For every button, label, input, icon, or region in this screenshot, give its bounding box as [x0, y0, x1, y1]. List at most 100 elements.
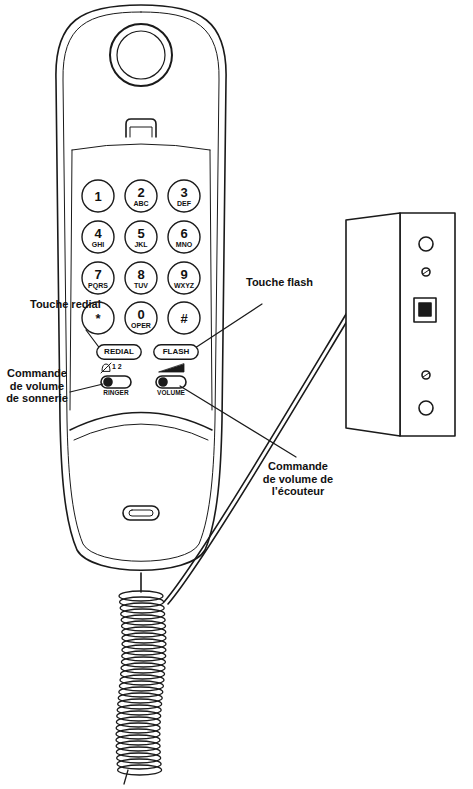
coil-loop: [122, 639, 166, 649]
callout-label: Touche flash: [246, 276, 336, 289]
coil-loop: [122, 633, 166, 643]
key-face: 6MNO: [176, 227, 192, 248]
keypad-key: 0OPER: [124, 301, 158, 335]
key-circle: [82, 221, 114, 253]
key-face: REDIAL: [104, 348, 134, 356]
key-circle: [82, 180, 114, 212]
ringer-knob: [104, 378, 112, 386]
key-label: *: [95, 312, 100, 325]
key-letters: ABC: [133, 200, 148, 207]
face-line: [72, 144, 210, 150]
button-pill: [97, 345, 141, 359]
button-key: FLASH: [153, 344, 199, 360]
key-face: *: [95, 312, 100, 325]
plate-screw-slot: [423, 270, 429, 274]
key-face: FLASH: [163, 348, 190, 356]
coil-loop: [120, 597, 164, 607]
key-circle: [82, 262, 114, 294]
key-face: 5JKL: [134, 227, 147, 248]
key-label: 7: [88, 268, 108, 281]
mouthpiece-slot: [123, 506, 159, 520]
coil-loop: [122, 645, 166, 655]
key-label: 2: [133, 186, 148, 199]
coil-loop: [120, 675, 164, 685]
plate-screw-slot: [423, 373, 429, 377]
cord-stub: [140, 573, 142, 592]
coil-loop: [116, 735, 160, 745]
coil-loop: [119, 687, 163, 697]
key-letters: DEF: [177, 200, 191, 207]
earpiece-inner: [117, 31, 165, 79]
mouthpiece-edge: [70, 413, 212, 431]
line-cord: [168, 298, 361, 604]
key-circle: [168, 180, 200, 212]
line-cord: [164, 296, 357, 602]
keypad-key: 8TUV: [124, 261, 158, 295]
coil-loop: [116, 747, 160, 757]
key-circle: [125, 221, 157, 253]
coil-loop: [118, 699, 162, 709]
key-circle: [168, 262, 200, 294]
key-face: 4GHI: [92, 227, 104, 248]
mouthpiece-slot-inner: [129, 510, 153, 516]
key-label: FLASH: [163, 348, 190, 356]
volume-ramp-icon: [159, 364, 184, 372]
phone-jack: [414, 298, 436, 322]
coil-loop: [117, 759, 161, 769]
keypad-key: #: [167, 301, 201, 335]
face-line: [70, 150, 212, 410]
coil-loop: [117, 705, 161, 715]
key-letters: JKL: [134, 241, 147, 248]
switch-marking: VOLUME: [153, 389, 189, 396]
key-letters: PQRS: [88, 282, 108, 289]
coil-loop: [119, 681, 163, 691]
key-face: 9WXYZ: [174, 268, 194, 289]
switch-marking: 1 2: [112, 363, 136, 371]
key-face: 3DEF: [177, 186, 191, 207]
keypad-key: 5JKL: [124, 220, 158, 254]
coil-loop: [121, 609, 165, 619]
key-label: 8: [134, 268, 148, 281]
key-letters: WXYZ: [174, 282, 194, 289]
key-label: 6: [176, 227, 192, 240]
coil-loop: [118, 693, 162, 703]
leader-line: [195, 304, 262, 348]
leader-line: [180, 386, 296, 457]
earpiece: [110, 24, 172, 86]
coil-loop: [120, 603, 164, 613]
key-letters: OPER: [131, 322, 151, 329]
button-key: REDIAL: [96, 344, 142, 360]
wall-plate-face: [346, 213, 400, 436]
key-circle: [168, 302, 200, 334]
key-label: #: [180, 312, 187, 325]
key-circle: [125, 262, 157, 294]
key-circle: [125, 180, 157, 212]
leader-line: [70, 384, 103, 392]
key-label: 4: [92, 227, 104, 240]
keypad-key: 9WXYZ: [167, 261, 201, 295]
key-face: 2ABC: [133, 186, 148, 207]
key-face: 7PQRS: [88, 268, 108, 289]
coil-loop: [117, 711, 161, 721]
keypad-key: 7PQRS: [81, 261, 115, 295]
coil-loop: [122, 627, 166, 637]
coiled-cord: [116, 591, 166, 784]
ringer-switch: [101, 376, 131, 388]
key-face: 1: [94, 190, 101, 203]
coil-loop: [116, 729, 160, 739]
key-label: 3: [177, 186, 191, 199]
callout-label: Commande de volume de l’écouteur: [262, 460, 334, 498]
handset-inner-outline: [63, 12, 219, 561]
key-circle: [168, 221, 200, 253]
volume-switch: [156, 376, 186, 388]
coil-loop: [118, 765, 162, 775]
key-label: REDIAL: [104, 348, 134, 356]
key-face: 0OPER: [131, 308, 151, 329]
coil-loop: [117, 753, 161, 763]
cord-end: [124, 770, 128, 784]
hook-notch-inner: [130, 127, 152, 137]
coil-loop: [116, 717, 160, 727]
plate-screw: [422, 268, 430, 276]
